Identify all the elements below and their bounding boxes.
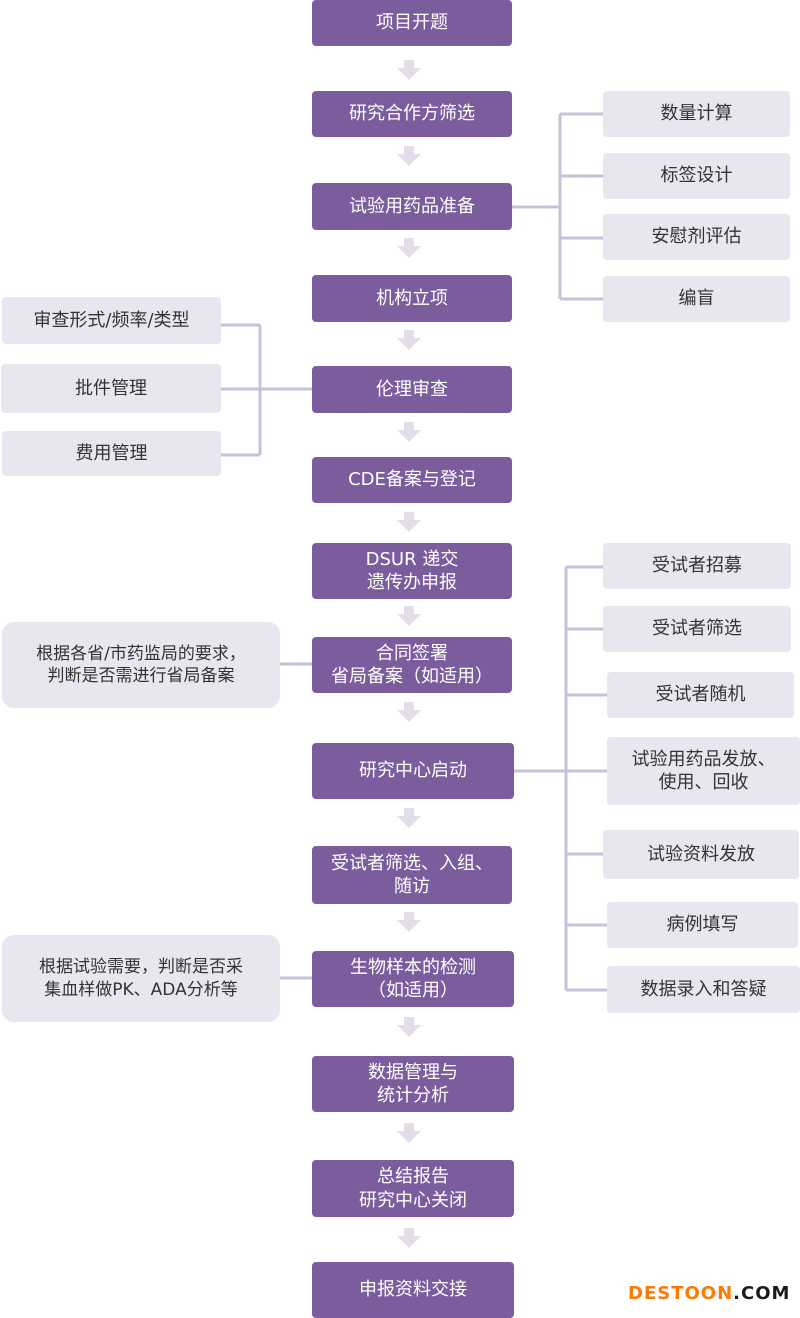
step-label: 伦理审查 (376, 378, 448, 400)
site-subject-screening: 受试者筛选 (603, 606, 791, 652)
step-dossier-handover: 申报资料交接 (312, 1262, 514, 1318)
note-text: 根据试验需要，判断是否采 集血样做PK、ADA分析等 (39, 957, 243, 1000)
step-label: 生物样本的检测 （如适用） (350, 956, 476, 1001)
step-label: 申报资料交接 (359, 1279, 467, 1301)
step-label: 受试者筛选、入组、 随访 (331, 852, 493, 897)
step-data-management: 数据管理与 统计分析 (312, 1056, 514, 1112)
step-label: 研究合作方筛选 (349, 103, 475, 125)
step-label: 数据管理与 统计分析 (368, 1061, 458, 1106)
down-arrow (397, 1123, 421, 1143)
drug-prep-quantity-calc: 数量计算 (603, 91, 790, 137)
step-partner-selection: 研究合作方筛选 (312, 91, 512, 137)
step-label: 试验用药品准备 (349, 195, 475, 217)
item-label: 批件管理 (75, 377, 147, 399)
item-label: 病例填写 (666, 914, 739, 936)
item-label: 安慰剂评估 (651, 226, 742, 248)
down-arrow (397, 422, 421, 442)
down-arrow (397, 1017, 421, 1037)
down-arrow (397, 1228, 421, 1248)
sample-testing-note: 根据试验需要，判断是否采 集血样做PK、ADA分析等 (2, 935, 280, 1022)
step-label: 研究中心启动 (359, 760, 467, 782)
item-label: 费用管理 (75, 442, 148, 464)
down-arrow (397, 702, 421, 722)
site-document-distribution: 试验资料发放 (603, 830, 799, 879)
item-label: 标签设计 (660, 165, 733, 187)
flow-arrows (397, 60, 421, 1248)
item-label: 审查形式/频率/类型 (33, 309, 190, 331)
step-label: 合同签署 省局备案（如适用） (331, 642, 493, 687)
step-summary-report: 总结报告 研究中心关闭 (312, 1160, 514, 1217)
ethics-approval-mgmt: 批件管理 (1, 364, 221, 413)
watermark-part1: DESTOON (628, 1283, 734, 1304)
down-arrow (397, 512, 421, 532)
site-drug-dispensing: 试验用药品发放、 使用、回收 (607, 737, 800, 805)
site-case-report-filling: 病例填写 (607, 902, 798, 948)
item-label: 数据录入和答疑 (640, 978, 767, 1000)
site-subject-randomization: 受试者随机 (607, 672, 794, 718)
step-label: CDE备案与登记 (348, 469, 476, 491)
step-site-initiation: 研究中心启动 (312, 743, 514, 799)
watermark-logo: DESTOON.COM (628, 1283, 790, 1304)
ethics-review-format: 审查形式/频率/类型 (2, 297, 221, 344)
item-label: 受试者招募 (652, 555, 742, 577)
drug-prep-label-design: 标签设计 (603, 153, 790, 199)
branch-lines (221, 112, 607, 992)
down-arrow (397, 60, 421, 80)
down-arrow (397, 912, 421, 932)
step-subject-enrollment: 受试者筛选、入组、 随访 (312, 846, 512, 904)
item-label: 试验资料发放 (647, 843, 755, 865)
step-cde-registration: CDE备案与登记 (312, 457, 512, 503)
step-label: 机构立项 (376, 287, 448, 309)
note-text: 根据各省/市药监局的要求， 判断是否需进行省局备案 (36, 643, 246, 686)
step-dsur-submission: DSUR 递交 遗传办申报 (312, 543, 512, 599)
step-ethics-review: 伦理审查 (312, 366, 512, 413)
site-data-entry-query: 数据录入和答疑 (607, 966, 800, 1013)
down-arrow (397, 238, 421, 258)
drug-prep-blinding: 编盲 (603, 276, 790, 322)
step-label: DSUR 递交 遗传办申报 (365, 548, 459, 593)
down-arrow (397, 808, 421, 828)
down-arrow (397, 146, 421, 166)
item-label: 数量计算 (660, 103, 733, 125)
site-subject-recruitment: 受试者招募 (603, 543, 791, 589)
step-project-start: 项目开题 (312, 0, 512, 46)
step-contract-signing: 合同签署 省局备案（如适用） (312, 637, 512, 693)
item-label: 受试者筛选 (652, 618, 742, 640)
step-label: 项目开题 (376, 12, 448, 34)
down-arrow (397, 330, 421, 350)
step-institution-approval: 机构立项 (312, 275, 512, 322)
provincial-filing-note: 根据各省/市药监局的要求， 判断是否需进行省局备案 (2, 622, 280, 708)
ethics-fee-mgmt: 费用管理 (2, 431, 221, 476)
down-arrow (397, 606, 421, 626)
step-label: 总结报告 研究中心关闭 (359, 1166, 467, 1211)
drug-prep-placebo-eval: 安慰剂评估 (603, 214, 790, 260)
step-drug-preparation: 试验用药品准备 (312, 183, 512, 230)
step-biosample-testing: 生物样本的检测 （如适用） (312, 951, 514, 1007)
watermark-part2: .COM (733, 1283, 791, 1304)
item-label: 编盲 (678, 288, 715, 310)
item-label: 试验用药品发放、 使用、回收 (631, 748, 776, 793)
item-label: 受试者随机 (655, 684, 746, 706)
